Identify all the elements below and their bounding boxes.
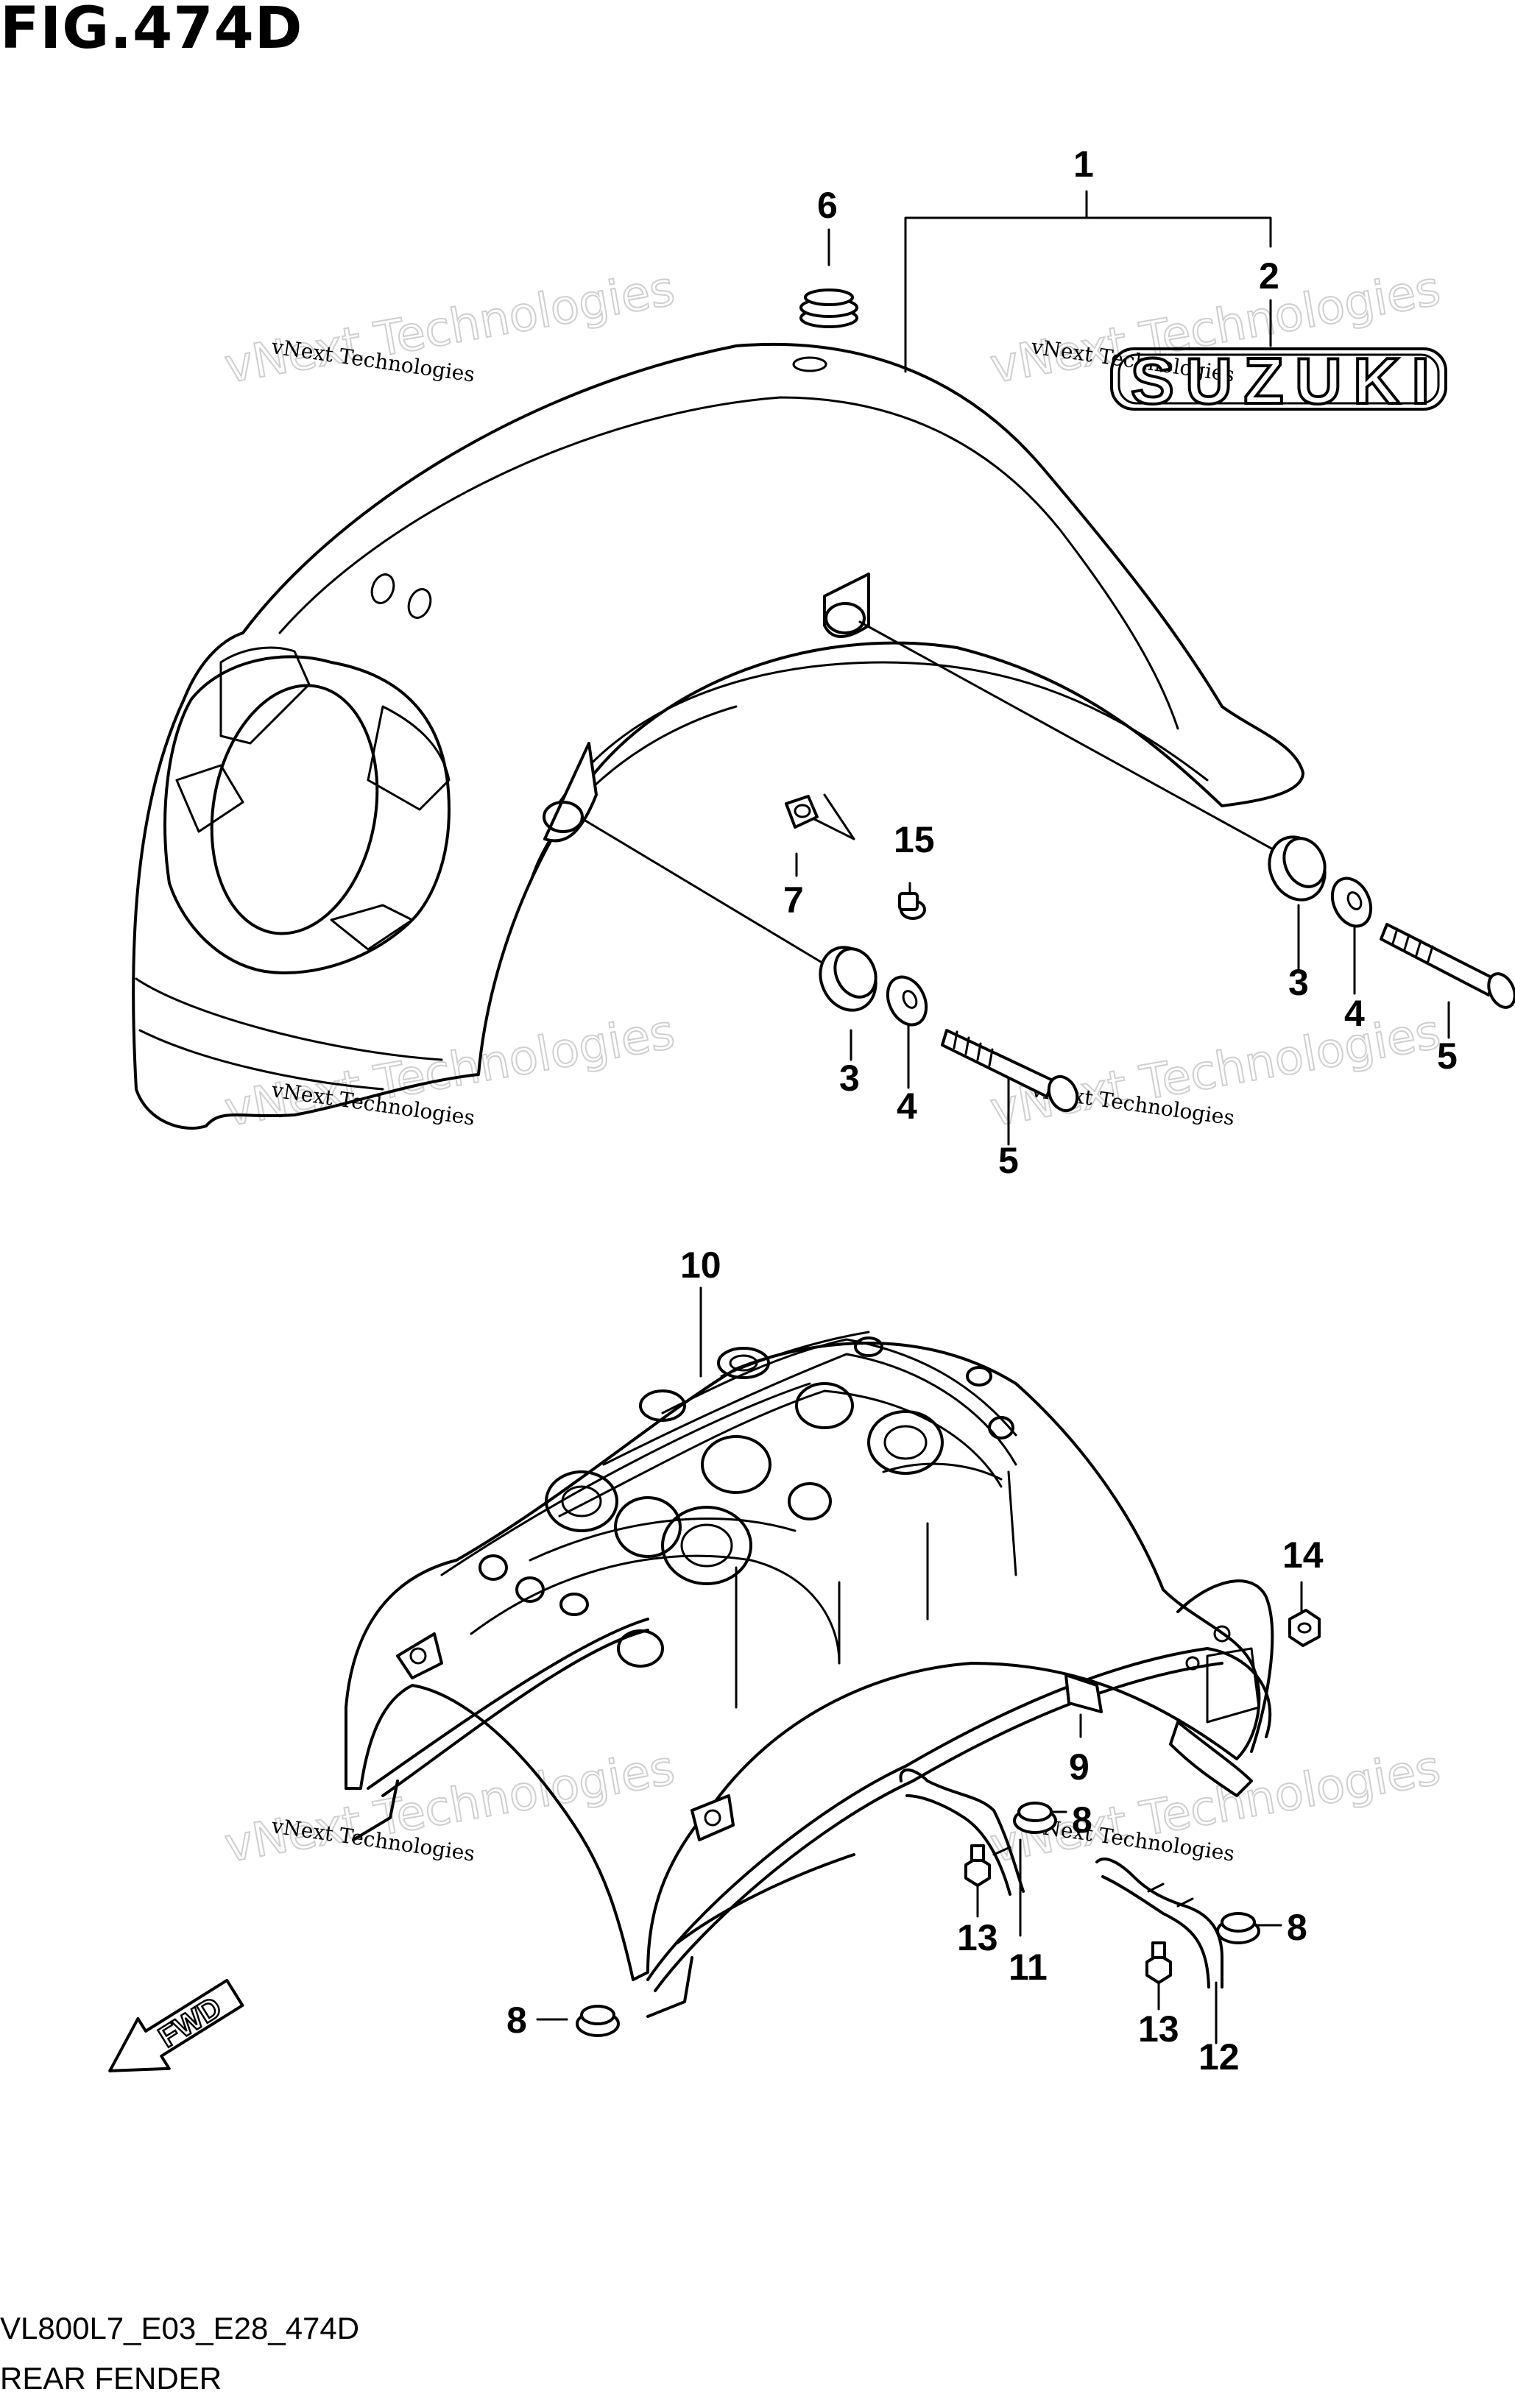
callout-9: 9 bbox=[1069, 1746, 1090, 1788]
callout-8-left: 8 bbox=[506, 2000, 527, 2041]
model-code: VL800L7_E03_E28_474D bbox=[0, 2311, 360, 2345]
watermarks: vNext Technologies vNext Technologies vN… bbox=[220, 261, 1445, 1874]
part-4-washer-right bbox=[1330, 877, 1373, 928]
part-4-washer-left bbox=[886, 975, 928, 1027]
part-12-bracket bbox=[1095, 1858, 1223, 1989]
callout-3-right: 3 bbox=[1288, 962, 1309, 1003]
callout-8-center: 8 bbox=[1072, 1799, 1092, 1841]
part-3-cushion-left bbox=[819, 946, 877, 1012]
callout-13-left: 13 bbox=[957, 1917, 998, 1958]
callout-5-left: 5 bbox=[998, 1140, 1019, 1181]
part-9-pad bbox=[1064, 1674, 1103, 1713]
forward-direction-arrow: FWD bbox=[108, 1978, 244, 2072]
callout-14: 14 bbox=[1282, 1534, 1324, 1576]
part-5-bolt-left bbox=[941, 1029, 1079, 1113]
figure-name: REAR FENDER bbox=[0, 2361, 222, 2395]
callout-8-right: 8 bbox=[1287, 1907, 1307, 1948]
callout-6: 6 bbox=[817, 185, 838, 226]
callout-3-left: 3 bbox=[839, 1058, 860, 1099]
part-8-nut-right bbox=[1216, 1912, 1260, 1944]
part-11-bracket bbox=[899, 1768, 1025, 1896]
part-5-bolt-right bbox=[1380, 923, 1515, 1009]
callout-12: 12 bbox=[1198, 2036, 1240, 2078]
emblem-text: SUZUKI bbox=[1131, 344, 1433, 417]
part-13-screw-right bbox=[1145, 1941, 1172, 1984]
inner-fender bbox=[345, 1331, 1274, 2018]
callout-10: 10 bbox=[680, 1244, 721, 1286]
callout-15: 15 bbox=[894, 819, 935, 860]
callout-13-right: 13 bbox=[1138, 2008, 1179, 2050]
callout-7: 7 bbox=[783, 879, 804, 921]
callout-labels: 1 2 3 3 4 4 5 5 6 7 8 8 8 9 10 11 12 13 … bbox=[506, 144, 1458, 2078]
part-2-suzuki-emblem: SUZUKI bbox=[1110, 343, 1447, 419]
callout-4-left: 4 bbox=[897, 1086, 917, 1127]
part-14-nut bbox=[1288, 1609, 1321, 1647]
part-6-grommet bbox=[799, 288, 858, 328]
part-3-cushion-right bbox=[1268, 835, 1327, 902]
callout-4-right: 4 bbox=[1344, 993, 1365, 1034]
part-15-screw bbox=[898, 892, 926, 920]
part-8-nut-left bbox=[576, 2005, 620, 2037]
figure-title: FIG.474D bbox=[0, 0, 303, 62]
rear-fender bbox=[132, 342, 1304, 1130]
part-8-nut-center bbox=[1013, 1802, 1057, 1834]
callout-2: 2 bbox=[1259, 255, 1279, 297]
part-13-screw-left bbox=[964, 1844, 991, 1887]
callout-11: 11 bbox=[1009, 1947, 1048, 1988]
part-7-clip bbox=[785, 795, 819, 829]
leader-lines-upper bbox=[580, 190, 1450, 1146]
callout-1: 1 bbox=[1073, 144, 1094, 185]
callout-5-right: 5 bbox=[1437, 1035, 1458, 1077]
